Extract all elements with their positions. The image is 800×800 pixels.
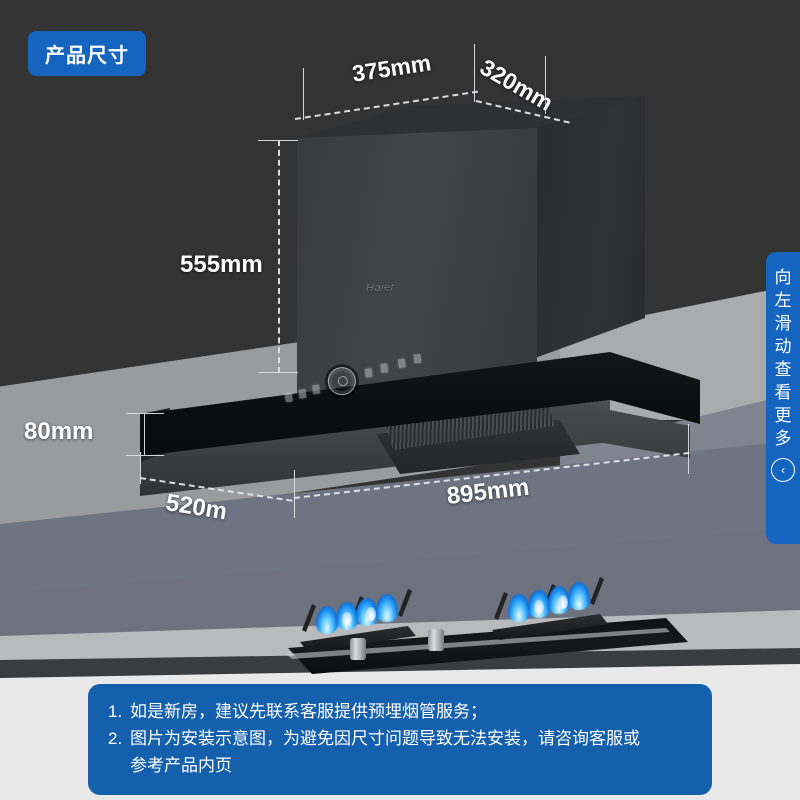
slide-hint-char: 更 [774,406,792,425]
flame-core [342,612,352,626]
slide-hint-char: 多 [774,429,792,448]
grate-fin [302,604,316,632]
notice-number: 1. [108,702,123,721]
dim-cap-555-top [258,140,298,141]
dim-tick-375-right [474,44,475,102]
section-badge: 产品尺寸 [28,31,146,76]
flame-core [534,600,544,614]
dim-tick-520-right [294,470,295,518]
dim-tick-895-right [688,424,689,474]
burner-right [488,577,608,646]
dim-line-80 [144,413,145,455]
flame-core [366,607,376,621]
dim-line-555 [278,140,280,373]
slide-hint-char: 向 [774,268,792,287]
dim-tick-320-right [545,56,546,114]
notice-item: 2. 图片为安装示意图，为避免因尺寸问题导致无法安装，请咨询客服或 [108,725,692,752]
control-knob-right[interactable] [428,629,444,651]
notice-text: 如是新房，建议先联系客服提供预埋烟管服务； [130,702,487,721]
dim-label-80: 80mm [24,418,94,445]
slide-hint-char: 滑 [774,314,792,333]
flame [568,582,590,610]
burner-right-grate [492,614,608,640]
slide-hint-char: 左 [774,291,792,310]
notice-continuation: 参考产品内页 [130,756,232,775]
chevron-left-icon[interactable]: ‹ [771,458,795,482]
dim-cap-555-bottom [258,372,298,373]
slide-hint-char: 查 [774,360,792,379]
dim-cap-80-bottom [126,455,164,456]
flame [316,606,338,634]
slide-hint-char: 动 [774,337,792,356]
grate-fin [494,592,508,620]
flame [376,594,398,622]
control-knob-left[interactable] [350,638,366,660]
notice-item: 1. 如是新房，建议先联系客服提供预埋烟管服务； [108,698,692,725]
flame [508,594,530,622]
notice-text: 图片为安装示意图，为避免因尺寸问题导致无法安装，请咨询客服或 [130,729,640,748]
installation-notice: 1. 如是新房，建议先联系客服提供预埋烟管服务； 2. 图片为安装示意图，为避免… [88,684,712,795]
dim-tick-375-left [303,68,304,120]
notice-number: 2. [108,729,123,748]
dim-label-555: 555mm [180,251,263,278]
flame-core [558,595,568,609]
dim-cap-80-top [126,413,164,414]
slide-left-hint[interactable]: 向 左 滑 动 查 看 更 多 ‹ [766,252,800,544]
dim-tick-520-left [140,452,141,484]
slide-hint-char: 看 [774,383,792,402]
